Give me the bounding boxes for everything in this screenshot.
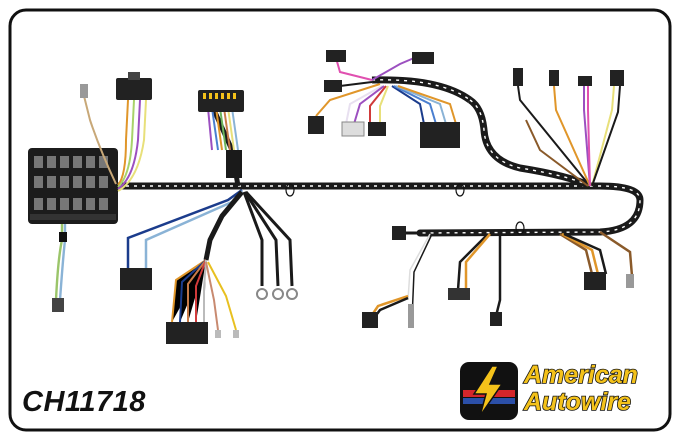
- brand-wordmark: American Autowire: [523, 361, 668, 417]
- main-harness-trunk: [114, 76, 644, 237]
- lower-center-branches: [120, 188, 298, 344]
- fuse-block-top-leads: [80, 72, 152, 192]
- brand-line-1: American: [523, 361, 639, 390]
- headlight-switch-leads: [513, 68, 624, 187]
- fuse-block-ground-lead: [52, 224, 67, 312]
- brand-line-2: Autowire: [523, 388, 632, 417]
- dash-connector-bundle: [198, 90, 244, 187]
- lightning-bolt-logo-icon: [460, 362, 518, 420]
- rear-harness-branches: [362, 226, 634, 328]
- brand-logo: American Autowire: [458, 360, 668, 422]
- fuse-block-icon: [28, 148, 118, 224]
- ignition-connector-cluster: [308, 50, 460, 148]
- part-number: CH11718: [22, 386, 146, 418]
